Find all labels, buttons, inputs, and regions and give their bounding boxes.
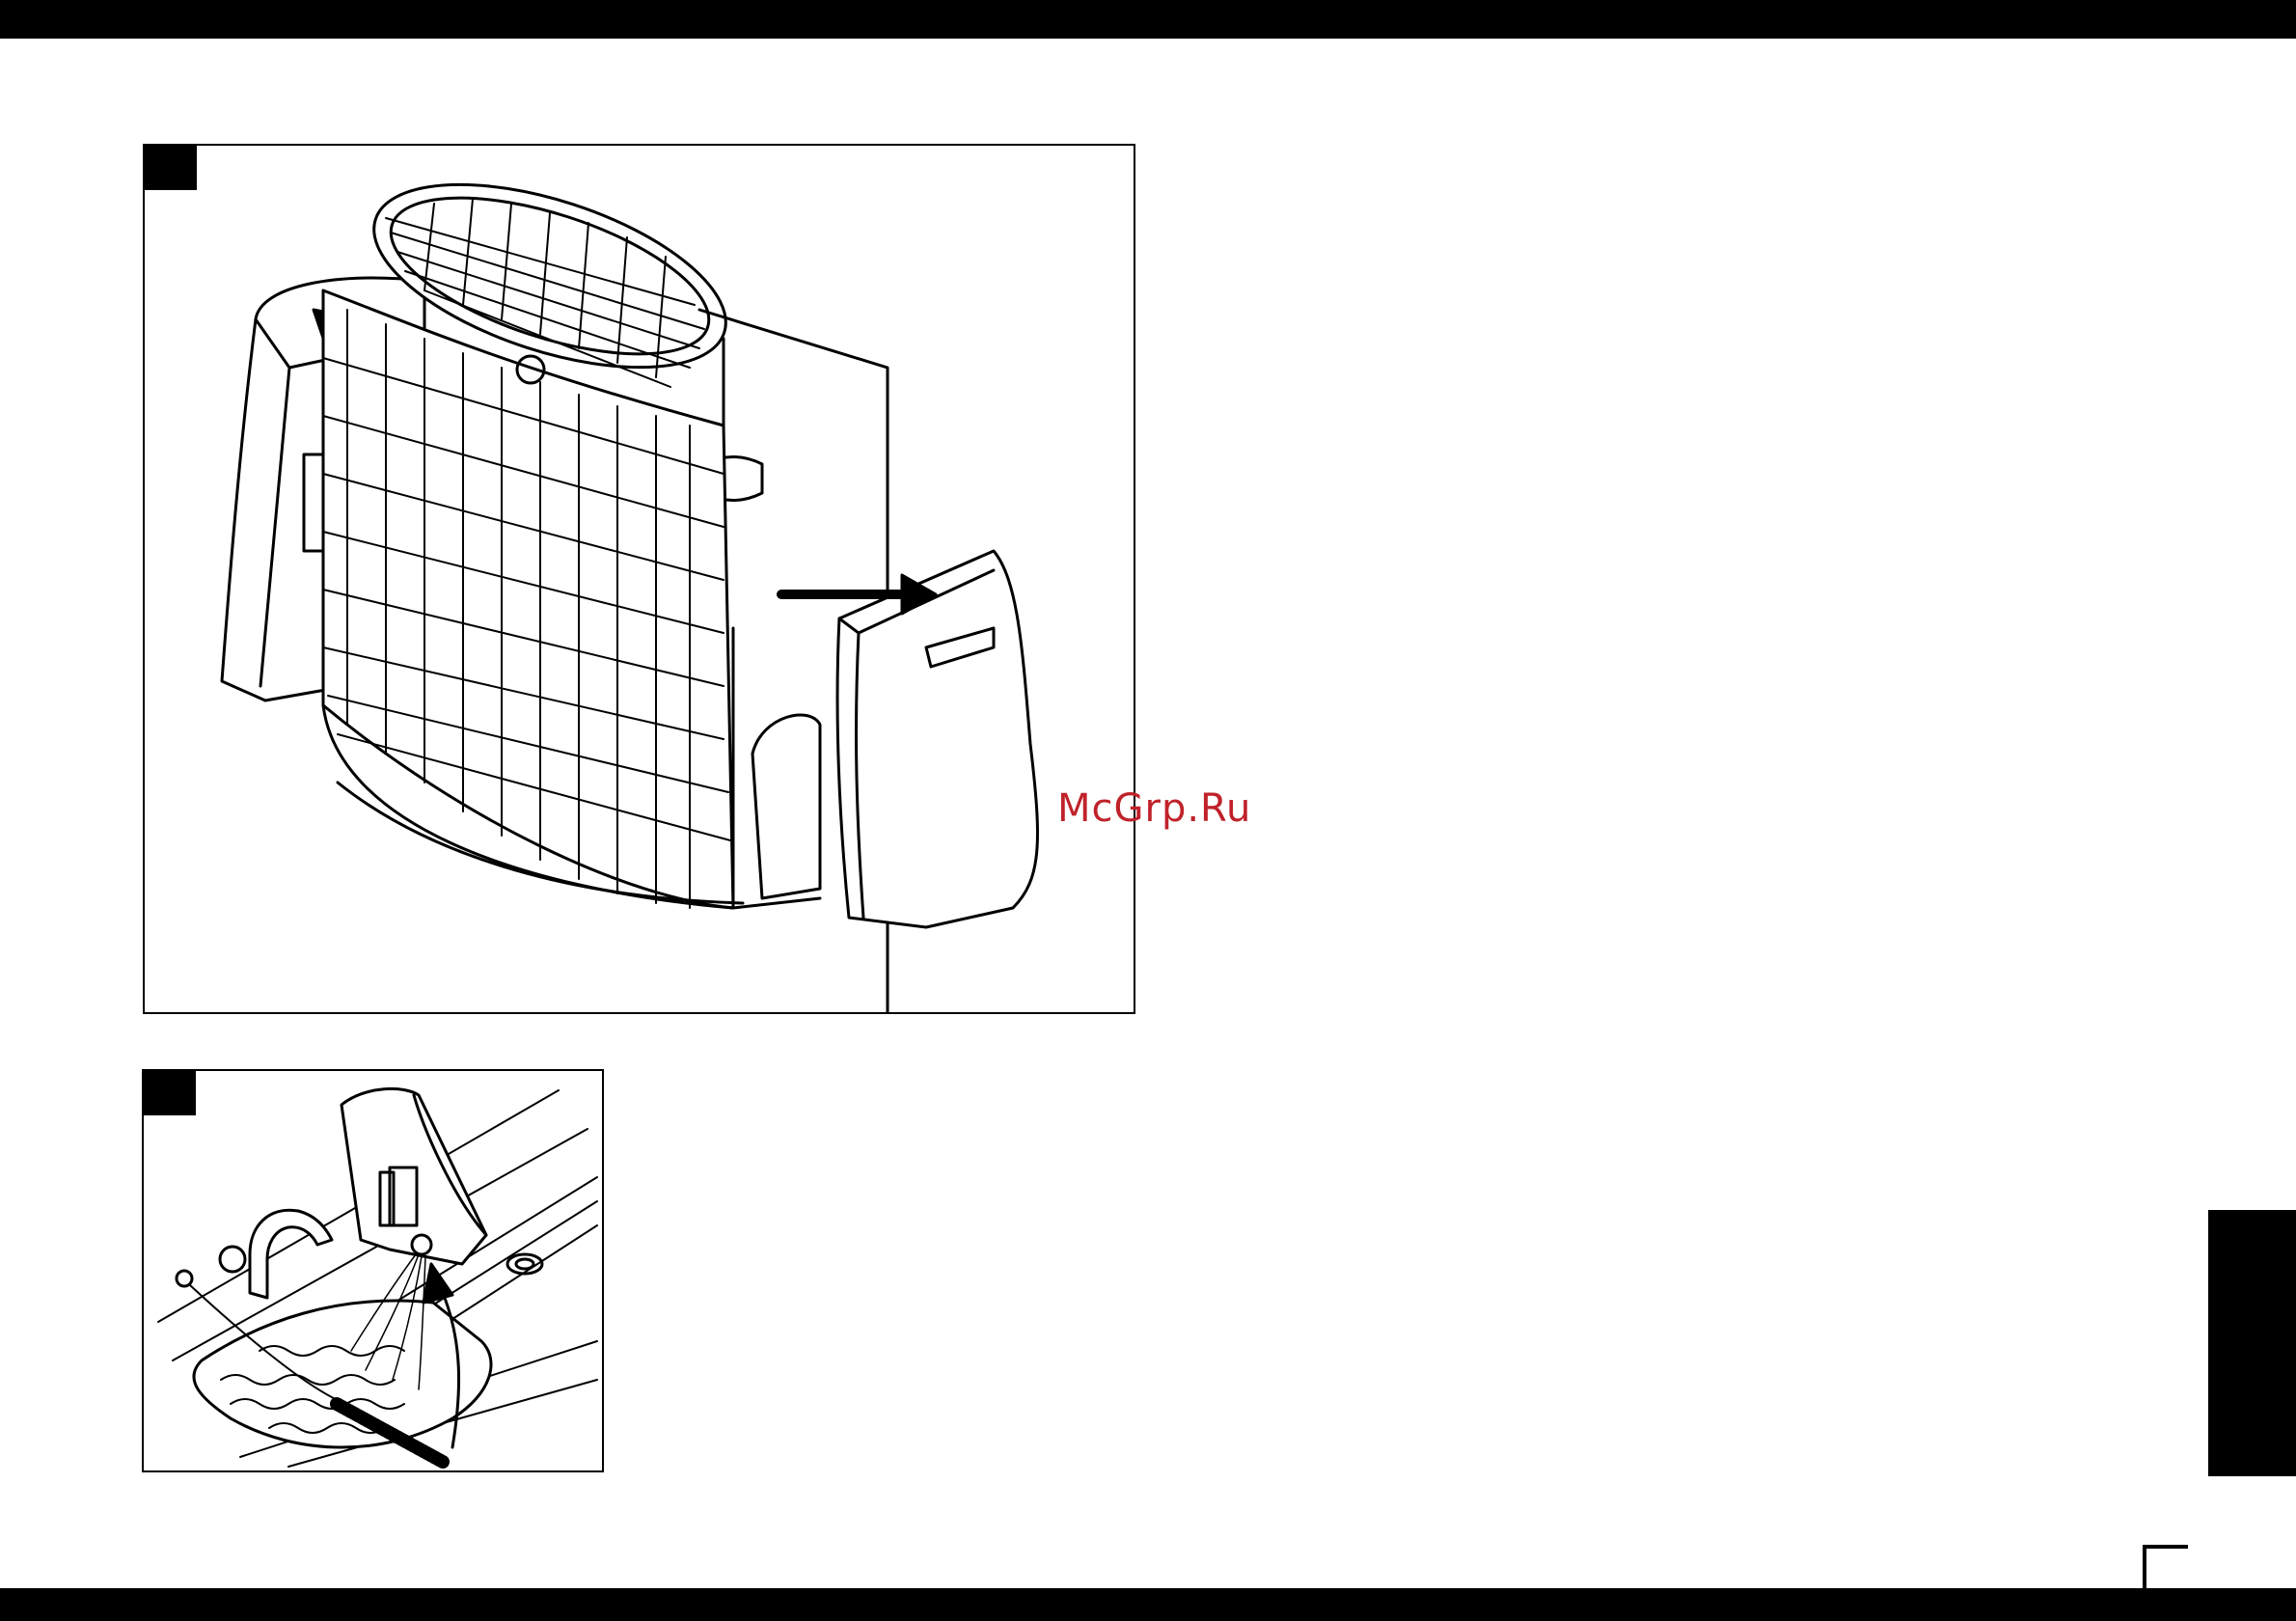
top-bar [0, 0, 2296, 39]
corner-crop-mark [2142, 1544, 2188, 1588]
section-side-tab [2208, 1210, 2296, 1476]
purifier-drawing [145, 146, 1134, 1012]
illustration-panel-1 [143, 144, 1135, 1014]
illustration-panel-2 [142, 1069, 604, 1472]
rinsing-drawing [144, 1071, 602, 1470]
bottom-bar [0, 1588, 2296, 1621]
tap-icon [250, 1210, 332, 1298]
watermark-text: McGrp.Ru [1057, 786, 1251, 831]
